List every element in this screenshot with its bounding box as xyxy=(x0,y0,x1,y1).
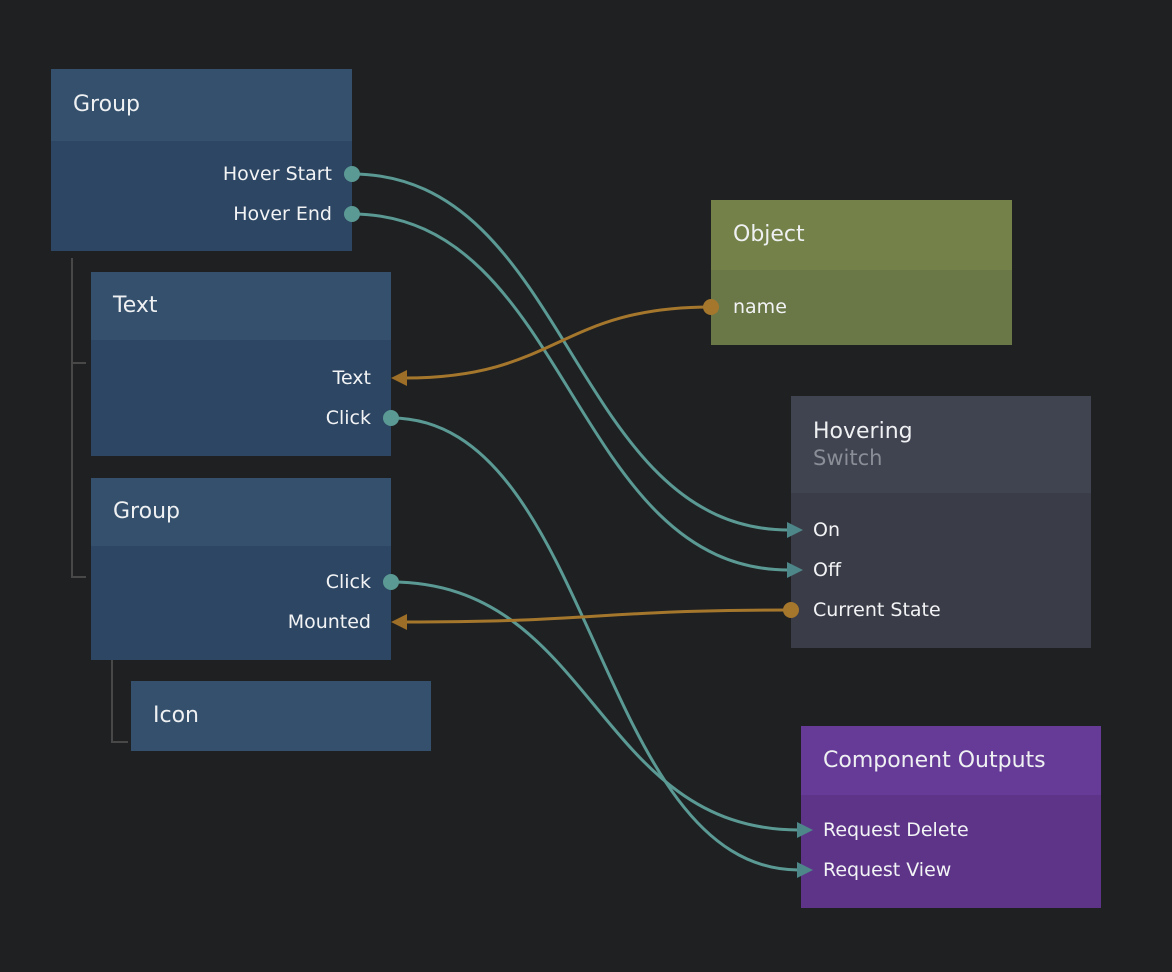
port-group-top-hover-start[interactable]: Hover Start xyxy=(222,163,332,185)
input-arrow-icon[interactable] xyxy=(391,614,407,630)
node-body-object: name xyxy=(711,270,1012,345)
node-header-text[interactable]: Text xyxy=(91,272,391,340)
node-header-group-top[interactable]: Group xyxy=(51,69,352,141)
node-header-object[interactable]: Object xyxy=(711,200,1012,270)
wire-group-2-click-to-component-outputs-request-delete[interactable] xyxy=(389,580,801,832)
tree-connector-line xyxy=(71,362,86,364)
port-text-click[interactable]: Click xyxy=(325,407,371,429)
node-subtitle: Switch xyxy=(813,446,883,471)
port-hovering-current-state[interactable]: Current State xyxy=(813,599,941,621)
node-object[interactable]: Object name xyxy=(711,200,1012,345)
port-hovering-off[interactable]: Off xyxy=(813,559,842,581)
node-header-group-2[interactable]: Group xyxy=(91,478,391,546)
node-title: Hovering xyxy=(813,418,913,444)
node-icon[interactable]: Icon xyxy=(131,681,431,751)
port-component-outputs-request-view[interactable]: Request View xyxy=(823,859,952,881)
port-object-name[interactable]: name xyxy=(733,296,787,318)
tree-connector-line xyxy=(111,656,113,743)
port-group-2-mounted[interactable]: Mounted xyxy=(287,611,371,633)
wire-object-name-to-text-text-in[interactable] xyxy=(403,305,713,380)
node-title: Text xyxy=(113,293,158,319)
port-hovering-on[interactable]: On xyxy=(813,519,840,541)
node-title: Icon xyxy=(153,703,199,729)
node-title: Group xyxy=(113,499,180,525)
wire-text-click-to-component-outputs-request-view[interactable] xyxy=(389,416,801,872)
node-title: Component Outputs xyxy=(823,747,1046,773)
node-header-component-outputs[interactable]: Component Outputs xyxy=(801,726,1101,795)
port-group-top-hover-end[interactable]: Hover End xyxy=(233,203,332,225)
tree-connector-line xyxy=(71,576,86,578)
port-text-text-in[interactable]: Text xyxy=(332,367,371,389)
node-header-icon[interactable]: Icon xyxy=(131,681,431,751)
node-title: Object xyxy=(733,222,805,248)
input-arrow-icon[interactable] xyxy=(391,370,407,386)
tree-connector-line xyxy=(71,258,73,578)
port-group-2-click[interactable]: Click xyxy=(325,571,371,593)
tree-connector-line xyxy=(111,741,128,743)
node-title: Group xyxy=(73,92,140,118)
port-component-outputs-request-delete[interactable]: Request Delete xyxy=(823,819,969,841)
wire-hovering-current-state-to-group-2-mounted[interactable] xyxy=(403,608,793,624)
